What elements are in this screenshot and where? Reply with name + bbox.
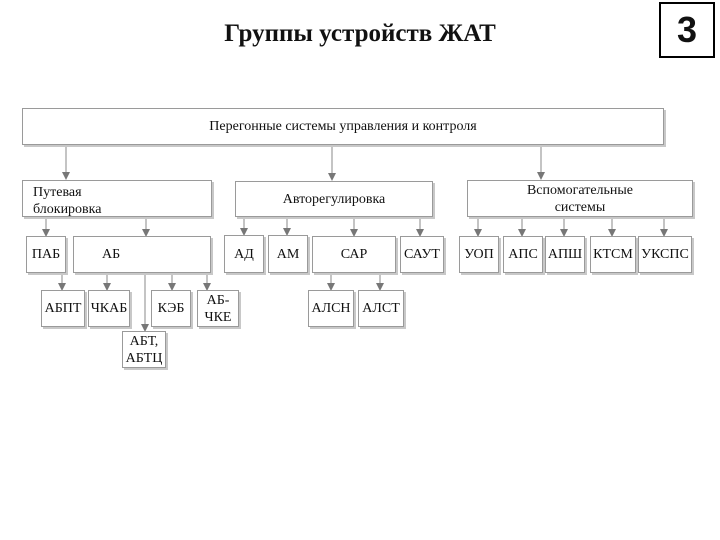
node-abpt: АБПТ [41,290,85,327]
slide-title: Группы устройств ЖАТ [224,20,496,47]
node-aps: АПС [503,236,543,273]
node-ktsm: КТСМ [590,236,636,273]
node-uop: УОП [459,236,499,273]
node-saut: САУТ [400,236,444,273]
node-abt-abtc: АБТ, АБТЦ [122,331,166,368]
node-ad: АД [224,235,264,273]
node-chkab: ЧКАБ [88,290,130,327]
node-keb: КЭБ [151,290,191,327]
node-auxiliary-systems: Вспомогательные системы [467,180,693,217]
node-alsn: АЛСН [308,290,354,327]
node-alst: АЛСТ [358,290,404,327]
node-ukcps: УКСПС [638,236,692,273]
node-root-line-systems: Перегонные системы управления и контроля [22,108,664,145]
node-sar: САР [312,236,396,273]
slide-number: 3 [659,2,715,58]
node-apsh: АПШ [545,236,585,273]
node-ab-chke: АБ- ЧКЕ [197,290,239,327]
node-am: АМ [268,235,308,273]
node-pab: ПАБ [26,236,66,273]
node-track-blocking: Путевая блокировка [22,180,212,217]
node-ab: АБ [73,236,211,273]
node-autoregulation: Авторегулировка [235,181,433,217]
